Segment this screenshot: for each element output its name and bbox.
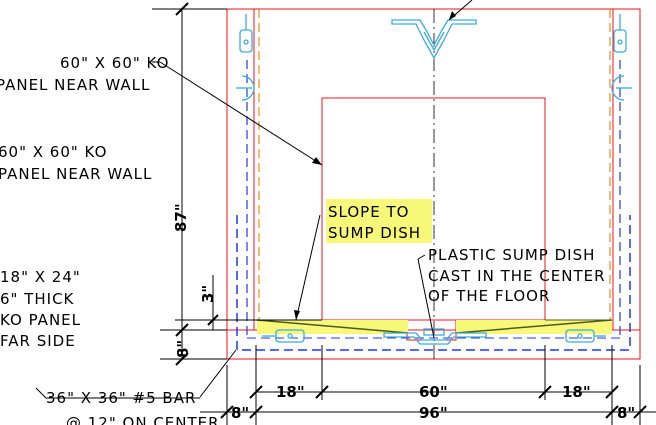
dim-tick [315, 385, 329, 399]
slope-line-left [256, 319, 409, 334]
ko-panel-3-line-3: KO PANEL [0, 311, 81, 329]
dim-label-outer-right: 8" [617, 404, 635, 422]
sump-dish-icon [383, 328, 487, 345]
fixture-bottom-left [262, 329, 305, 343]
leader-ko-panel-diag [159, 61, 323, 166]
fixture-top-right [613, 14, 627, 53]
dim-label-inner-center: 60" [419, 383, 448, 401]
dim-tick [175, 352, 189, 366]
dim-label-inner-right: 18" [562, 383, 591, 401]
ko-panel-2-line-2: PANEL NEAR WALL [0, 165, 152, 183]
leader-rebar [199, 349, 237, 398]
outer-wall-outline [226, 8, 641, 360]
leader-sump [417, 254, 426, 260]
ko-panel-1-line-2: PANEL NEAR WALL [0, 76, 150, 94]
ko-panel-3-line-2: 6" THICK [0, 290, 75, 308]
fixture-mid-right [611, 75, 632, 101]
rebar-line-2: @ 12" ON CENTER [66, 414, 220, 425]
sump-dish-line-3: OF THE FLOOR [428, 287, 550, 305]
dim-tick [207, 314, 219, 326]
dim-label-outer-center: 96" [419, 404, 448, 422]
leader-slope [295, 214, 321, 321]
dim-label-3: 3" [199, 285, 217, 303]
leader-arrow [449, 11, 456, 20]
fixture-top-center [391, 19, 477, 60]
dim-label-inner-left: 18" [276, 383, 305, 401]
rebar-leader-hook [35, 387, 200, 399]
leader-sump-vert [417, 258, 435, 339]
dim-tick [249, 405, 263, 419]
sump-dish-line-2: CAST IN THE CENTER [428, 267, 606, 285]
dim-tick [633, 405, 647, 419]
fixture-bottom-right [565, 329, 606, 343]
dim-tick [605, 385, 619, 399]
sump-dish-line-1: PLASTIC SUMP DISH [428, 246, 595, 264]
slope-label-highlight [326, 199, 432, 243]
leader-arrow [294, 310, 300, 320]
dim-tick [605, 405, 619, 419]
fixture-mid-left [236, 75, 255, 101]
slope-label-line-1: SLOPE TO [328, 203, 409, 221]
ko-panel-1-line-1: 60" X 60" KO [60, 54, 169, 72]
ko-panel-3-line-4: FAR SIDE [0, 332, 76, 350]
ko-panel-2-line-1: 60" X 60" KO [0, 143, 107, 161]
ko-panel-3-line-1: 18" X 24" [0, 268, 81, 286]
dim-tick [538, 385, 552, 399]
dim-tick [220, 405, 234, 419]
dim-label-8-vert: 8" [174, 340, 192, 358]
fixture-top-left [239, 14, 253, 53]
dim-label-87: 87" [172, 203, 190, 232]
slope-label-line-2: SUMP DISH [328, 224, 421, 242]
slope-line-right [455, 319, 613, 334]
dim-tick [175, 2, 189, 16]
rebar-outline [236, 215, 631, 351]
dim-tick [249, 385, 263, 399]
dim-label-outer-left: 8" [231, 404, 249, 422]
leader-arrow [312, 157, 322, 165]
